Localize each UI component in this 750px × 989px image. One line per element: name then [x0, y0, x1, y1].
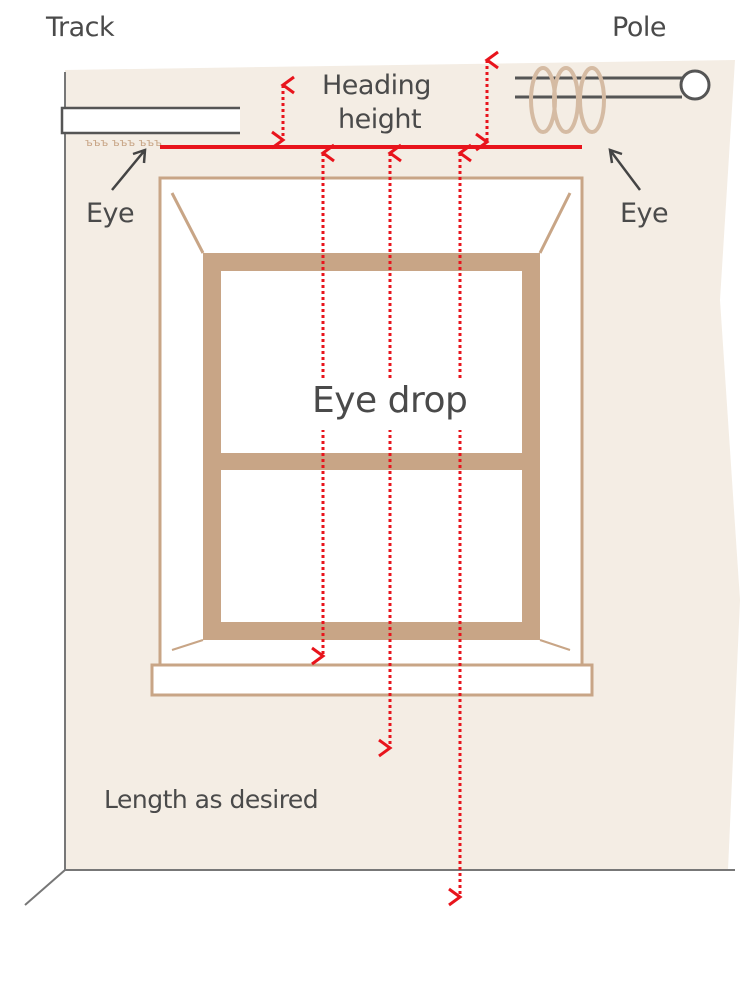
pole-label: Pole — [612, 12, 666, 43]
eye-label-right: Eye — [620, 198, 669, 229]
height-label: height — [338, 104, 422, 135]
window-sill — [150, 663, 594, 697]
eye-pointer-right — [608, 148, 641, 191]
floor-line — [24, 869, 735, 906]
pole-ring — [578, 66, 606, 134]
length-label: Length as desired — [104, 785, 319, 814]
heading-label: Heading — [322, 70, 431, 101]
eye-drop-label: Eye drop — [312, 380, 468, 421]
track: ъъъ ъъъ ъъъ — [60, 106, 240, 149]
svg-text:ъъъ ъъъ ъъъ: ъъъ ъъъ ъъъ — [85, 136, 162, 149]
track-label: Track — [46, 12, 115, 43]
eye-label-left: Eye — [86, 198, 135, 229]
eye-pointer-left — [111, 148, 147, 191]
pole — [515, 66, 711, 134]
window — [150, 176, 594, 697]
measurement-lines — [160, 50, 582, 907]
